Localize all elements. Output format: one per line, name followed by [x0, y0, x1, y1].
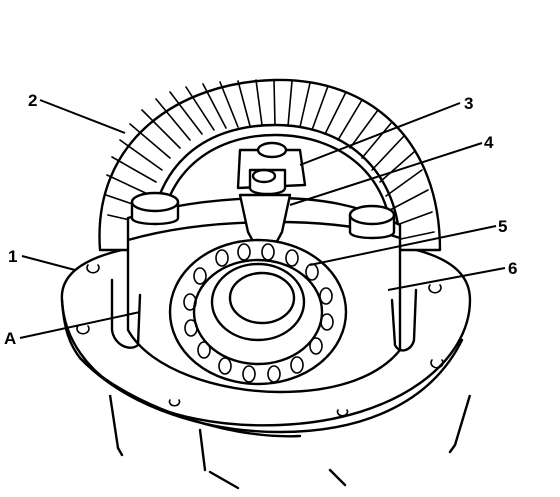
leader-lines — [19, 99, 506, 339]
ring-gear — [98, 78, 442, 252]
pinion-lock-bolt — [236, 141, 307, 260]
callout-5: 5 — [498, 217, 507, 236]
callout-2: 2 — [28, 91, 37, 110]
callout-1: 1 — [8, 247, 17, 266]
callout-3: 3 — [464, 94, 473, 113]
hub-holes — [183, 243, 334, 383]
callout-4: 4 — [484, 133, 494, 152]
callout-labels: 1 2 3 4 5 6 A — [4, 91, 517, 348]
side-bearing-hub — [168, 238, 348, 386]
callout-6: 6 — [508, 259, 517, 278]
callout-a: A — [4, 329, 16, 348]
ring-gear-teeth — [105, 79, 435, 241]
case-bolts — [130, 191, 396, 240]
axle-housing — [108, 394, 472, 490]
